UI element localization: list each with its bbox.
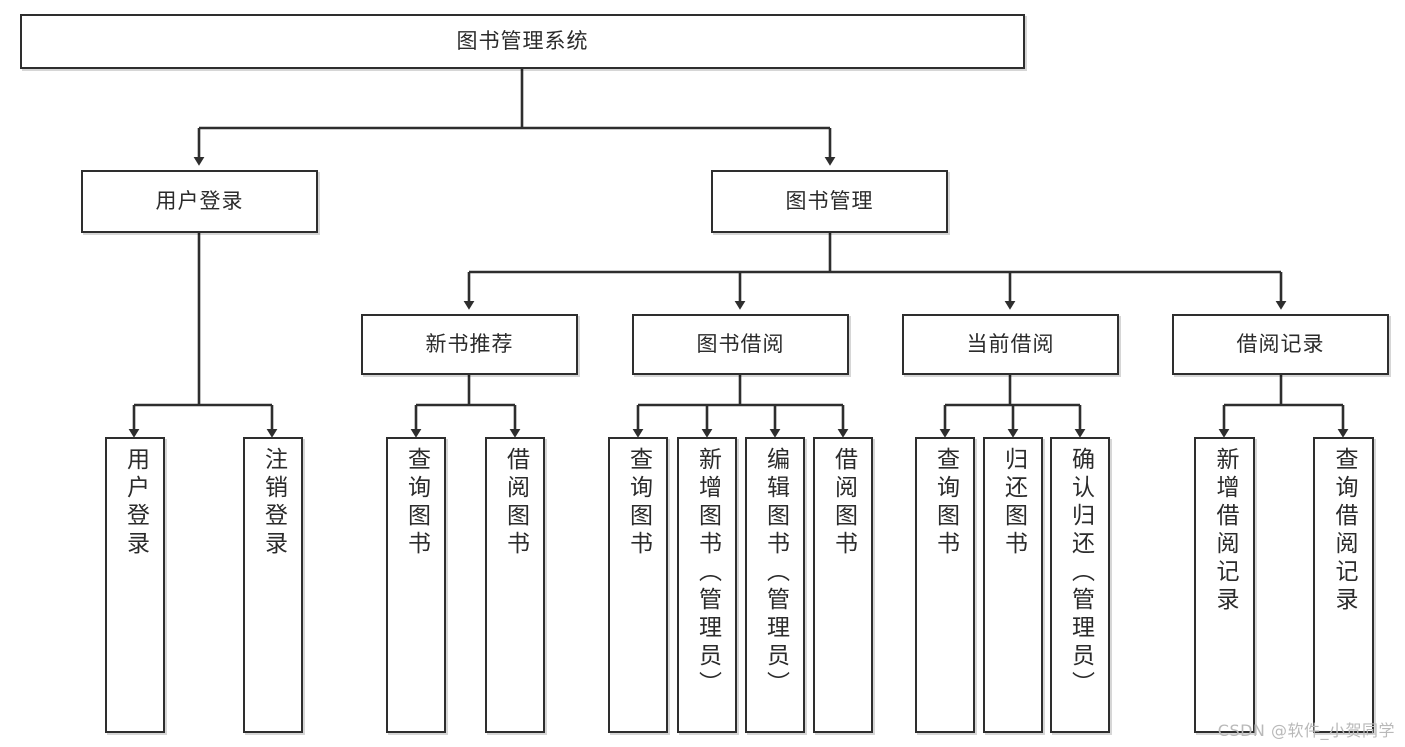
node-leaf-return-book[interactable]: 归还图书 (983, 437, 1043, 733)
node-leaf-query-book-2[interactable]: 查询图书 (608, 437, 668, 733)
node-book-manage[interactable]: 图书管理 (711, 170, 948, 233)
watermark-text: CSDN @软件_小贺同学 (1217, 721, 1395, 740)
node-leaf-borrow-book-1-label: 借阅图书 (502, 447, 529, 559)
node-borrow-record-label: 借阅记录 (1236, 332, 1325, 357)
node-borrow-record[interactable]: 借阅记录 (1172, 314, 1389, 375)
node-leaf-confirm-return[interactable]: 确认归还（管理员） (1050, 437, 1110, 733)
node-leaf-query-record[interactable]: 查询借阅记录 (1313, 437, 1374, 733)
node-root-label: 图书管理系统 (456, 29, 589, 54)
node-leaf-user-login[interactable]: 用户登录 (105, 437, 165, 733)
node-book-manage-label: 图书管理 (785, 189, 874, 214)
node-leaf-user-login-label: 用户登录 (122, 447, 149, 559)
node-leaf-edit-book-label: 编辑图书（管理员） (762, 447, 789, 699)
node-leaf-add-record-label: 新增借阅记录 (1212, 447, 1238, 615)
node-new-book-recommend-label: 新书推荐 (425, 332, 514, 357)
node-leaf-query-book-1-label: 查询图书 (403, 447, 430, 559)
node-leaf-query-book-3[interactable]: 查询图书 (915, 437, 975, 733)
node-leaf-edit-book[interactable]: 编辑图书（管理员） (745, 437, 805, 733)
node-leaf-logout[interactable]: 注销登录 (243, 437, 303, 733)
node-leaf-add-book-label: 新增图书（管理员） (694, 447, 721, 699)
node-current-borrow-label: 当前借阅 (966, 332, 1055, 357)
node-leaf-query-book-1[interactable]: 查询图书 (386, 437, 446, 733)
node-leaf-add-book[interactable]: 新增图书（管理员） (677, 437, 737, 733)
node-user-login-label: 用户登录 (155, 189, 244, 214)
node-leaf-confirm-return-label: 确认归还（管理员） (1067, 447, 1094, 699)
node-leaf-borrow-book-1[interactable]: 借阅图书 (485, 437, 545, 733)
node-root[interactable]: 图书管理系统 (20, 14, 1025, 69)
node-leaf-return-book-label: 归还图书 (1000, 447, 1027, 559)
node-leaf-query-book-3-label: 查询图书 (932, 447, 959, 559)
node-leaf-borrow-book-2[interactable]: 借阅图书 (813, 437, 873, 733)
node-leaf-logout-label: 注销登录 (260, 447, 287, 559)
node-leaf-borrow-book-2-label: 借阅图书 (830, 447, 857, 559)
node-leaf-query-book-2-label: 查询图书 (625, 447, 652, 559)
node-book-borrow-label: 图书借阅 (696, 332, 785, 357)
node-leaf-add-record[interactable]: 新增借阅记录 (1194, 437, 1255, 733)
node-new-book-recommend[interactable]: 新书推荐 (361, 314, 578, 375)
node-book-borrow[interactable]: 图书借阅 (632, 314, 849, 375)
node-current-borrow[interactable]: 当前借阅 (902, 314, 1119, 375)
node-user-login[interactable]: 用户登录 (81, 170, 318, 233)
node-leaf-query-record-label: 查询借阅记录 (1331, 447, 1357, 615)
